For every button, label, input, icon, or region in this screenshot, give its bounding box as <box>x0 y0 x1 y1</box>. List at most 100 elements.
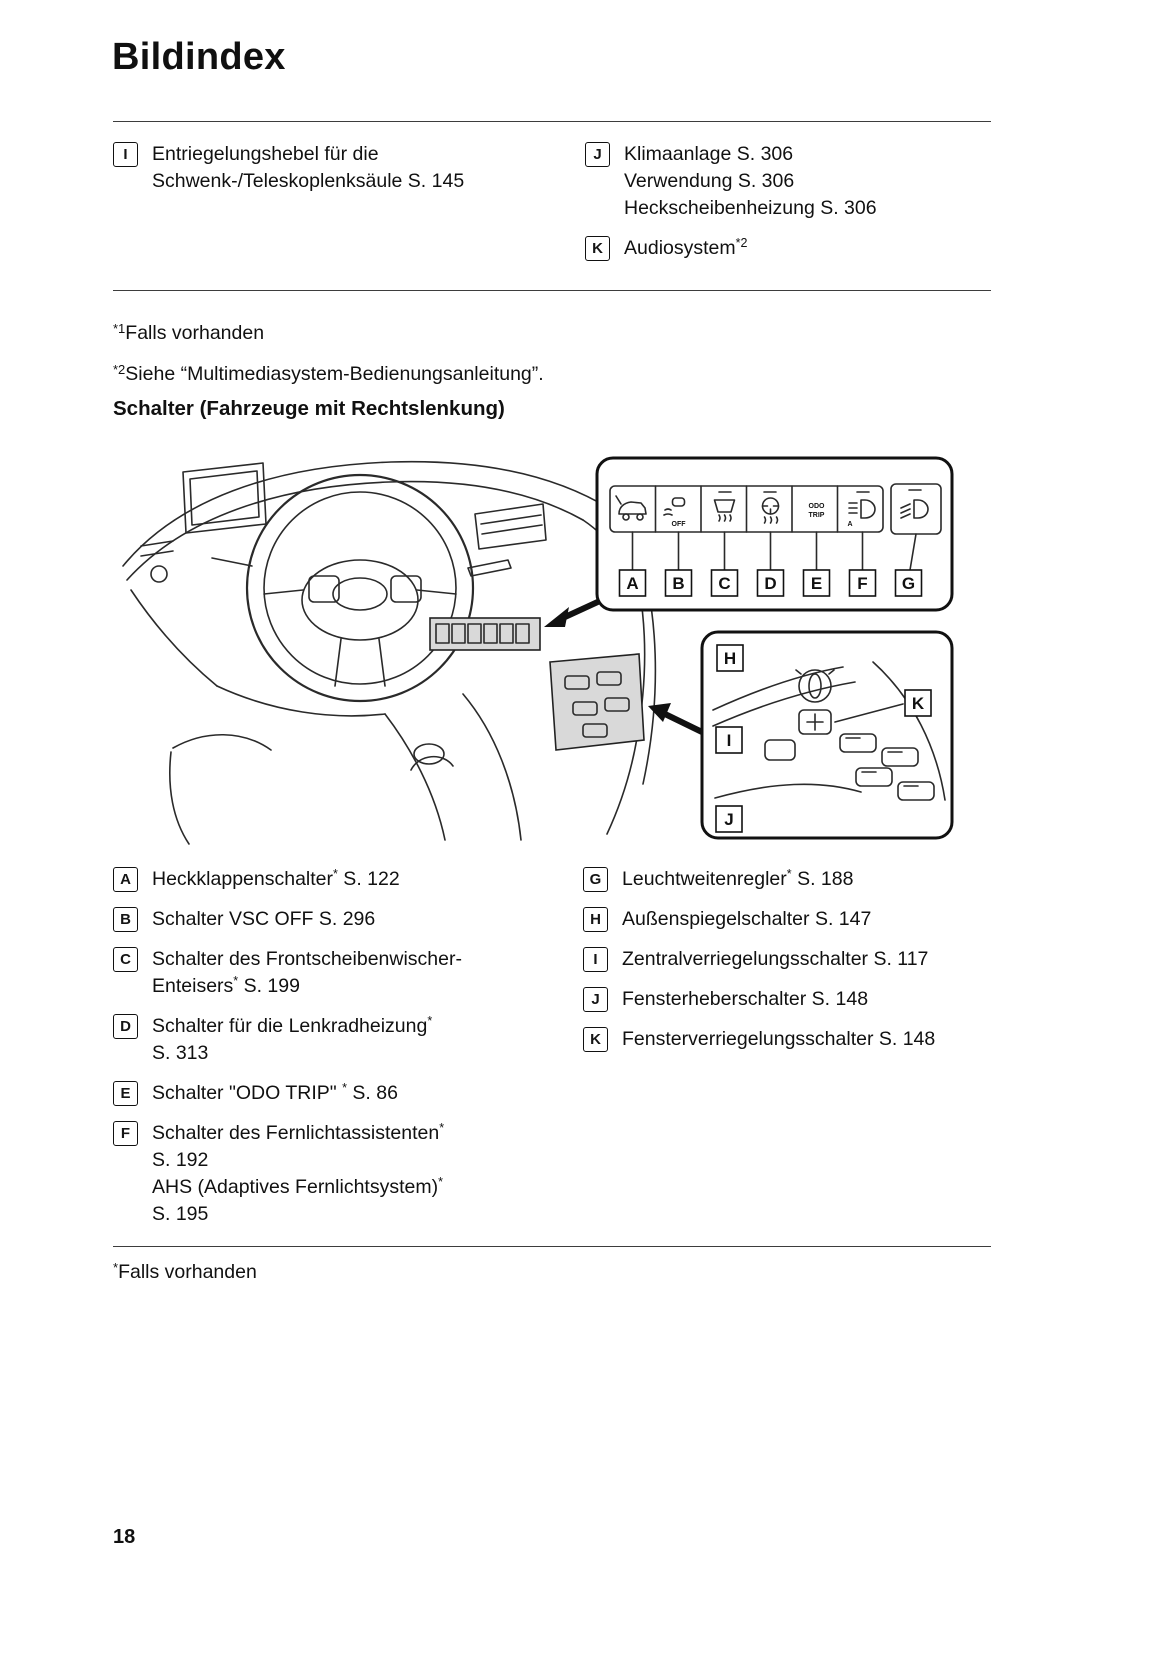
legend-key-G: G <box>583 867 608 892</box>
legend-item-B: B Schalter VSC OFF S. 296 <box>113 906 583 933</box>
label-box-K: K <box>912 694 925 713</box>
legend-item-D: D Schalter für die Lenkradheizung* S. 313 <box>113 1013 583 1067</box>
label-box-J: J <box>724 810 733 829</box>
legend-line: S. 195 <box>152 1203 209 1225</box>
legend-text-H: Außenspiegelschalter S. 147 <box>622 906 871 933</box>
label-box-C: C <box>718 574 730 593</box>
legend-key-H: H <box>583 907 608 932</box>
section-divider-bottom <box>113 1246 991 1247</box>
label-box-G: G <box>902 574 915 593</box>
door-window-switches <box>549 653 645 751</box>
headlight-leveling-switch-icon <box>900 499 929 519</box>
legend-line: AHS (Adaptives Fernlichtsystem)* <box>152 1175 443 1198</box>
legend-item-I: I Zentralverriegelungsschalter S. 117 <box>583 946 1003 973</box>
footnote-1: *1Falls vorhanden <box>113 320 264 346</box>
legend-key-C: C <box>113 947 138 972</box>
legend-text-C: Schalter des Frontscheibenwischer- Enteis… <box>152 946 462 1000</box>
steering-heater-switch-icon <box>761 497 780 524</box>
center-console-switches <box>429 617 541 651</box>
legend-key-E: E <box>113 1081 138 1106</box>
legend-text-K: Fensterverriegelungsschalter S. 148 <box>622 1026 935 1053</box>
top-index-line: Audiosystem*2 <box>624 236 748 259</box>
legend-item-C: C Schalter des Frontscheibenwischer- Entei… <box>113 946 583 1000</box>
door-panel-labels: H K I J <box>715 644 932 833</box>
mirror-adjust-switch <box>798 709 832 735</box>
legend-item-A: A Heckklappenschalter* S. 122 <box>113 866 583 893</box>
switch-panel-labels: A B C D E F G <box>618 569 923 597</box>
legend-key-A: A <box>113 867 138 892</box>
top-index-key-K: K <box>585 236 610 261</box>
label-box-A: A <box>626 574 638 593</box>
vsc-off-label: OFF <box>672 521 687 528</box>
legend-line: Schalter für die Lenkradheizung* <box>152 1014 433 1037</box>
legend-line: Enteisers* S. 199 <box>152 974 300 997</box>
legend-key-D: D <box>113 1014 138 1039</box>
high-beam-assist-switch-icon: A <box>847 499 876 528</box>
vsc-off-switch-icon: OFF <box>663 497 687 528</box>
page-title: Bildindex <box>112 36 286 78</box>
legend-key-I: I <box>583 947 608 972</box>
footnote-bottom-marker: * <box>113 1260 119 1275</box>
legend-text-G: Leuchtweitenregler* S. 188 <box>622 866 853 893</box>
section-divider-middle <box>113 290 991 291</box>
label-box-D: D <box>764 574 776 593</box>
callout-arrow-door-panel <box>648 703 704 735</box>
legend-line: Schalter VSC OFF S. 296 <box>152 908 376 930</box>
legend-key-B: B <box>113 907 138 932</box>
dashboard-line-art <box>122 460 657 845</box>
legend-text-J: Fensterheberschalter S. 148 <box>622 986 868 1013</box>
trip-label: TRIP <box>809 512 825 519</box>
top-index-text-K: Audiosystem*2 <box>624 235 747 262</box>
footnote-bottom: *Falls vorhanden <box>113 1259 257 1285</box>
top-index-line: Schwenk-/Teleskoplenksäule S. 145 <box>152 170 465 192</box>
legend-text-I: Zentralverriegelungsschalter S. 117 <box>622 946 928 973</box>
legend-item-E: E Schalter "ODO TRIP" * S. 86 <box>113 1080 583 1107</box>
legend-line: S. 313 <box>152 1042 209 1064</box>
auto-high-beam-label: A <box>847 521 852 528</box>
legend-line: Schalter des Fernlichtassistenten* <box>152 1121 445 1144</box>
top-index-item-K: K Audiosystem*2 <box>585 235 1005 262</box>
tailgate-switch-icon <box>615 495 647 521</box>
legend-item-G: G Leuchtweitenregler* S. 188 <box>583 866 1003 893</box>
legend-line: Leuchtweitenregler* S. 188 <box>622 867 854 890</box>
legend-text-D: Schalter für die Lenkradheizung* S. 313 <box>152 1013 432 1067</box>
legend-line: Fensterverriegelungsschalter S. 148 <box>622 1028 936 1050</box>
legend-line: Außenspiegelschalter S. 147 <box>622 908 872 930</box>
legend-text-A: Heckklappenschalter* S. 122 <box>152 866 400 893</box>
legend-item-F: F Schalter des Fernlichtassistenten* S. 19… <box>113 1120 583 1228</box>
footnote-bottom-text: Falls vorhanden <box>118 1261 257 1283</box>
window-switches <box>839 733 935 801</box>
footnote-2-text: Siehe “Multimediasystem-Bedienungsanleit… <box>125 363 544 385</box>
steering-wheel <box>245 473 475 703</box>
footnote-1-marker: *1 <box>113 321 126 336</box>
page-number: 18 <box>113 1526 136 1548</box>
section-divider-top <box>113 121 991 122</box>
dashboard-diagram: OFF ODO TRIP A <box>122 456 954 845</box>
label-box-H: H <box>724 649 736 668</box>
legend-line: Schalter "ODO TRIP" * S. 86 <box>152 1081 398 1104</box>
top-index-key-I: I <box>113 142 138 167</box>
label-box-I: I <box>727 731 732 750</box>
legend-text-B: Schalter VSC OFF S. 296 <box>152 906 375 933</box>
legend-text-F: Schalter des Fernlichtassistenten* S. 192… <box>152 1120 444 1228</box>
central-lock-switch <box>764 739 796 761</box>
mirror-selector-knob <box>795 669 835 703</box>
legend-line: Schalter des Frontscheibenwischer- <box>152 948 462 970</box>
footnote-2: *2Siehe “Multimediasystem-Bedienungsanle… <box>113 361 544 387</box>
label-box-F: F <box>857 574 867 593</box>
footnote-2-marker: *2 <box>113 362 126 377</box>
top-index-line: Verwendung S. 306 <box>624 170 795 192</box>
switch-panel-callout: OFF ODO TRIP A <box>595 456 954 612</box>
legend-line: Fensterheberschalter S. 148 <box>622 988 869 1010</box>
odo-trip-switch-icon: ODO TRIP <box>809 503 826 519</box>
legend-key-J: J <box>583 987 608 1012</box>
callout-arrow-switch-panel <box>544 597 604 627</box>
legend-line: S. 192 <box>152 1149 209 1171</box>
legend-line: Zentralverriegelungsschalter S. 117 <box>622 948 929 970</box>
legend-key-F: F <box>113 1121 138 1146</box>
